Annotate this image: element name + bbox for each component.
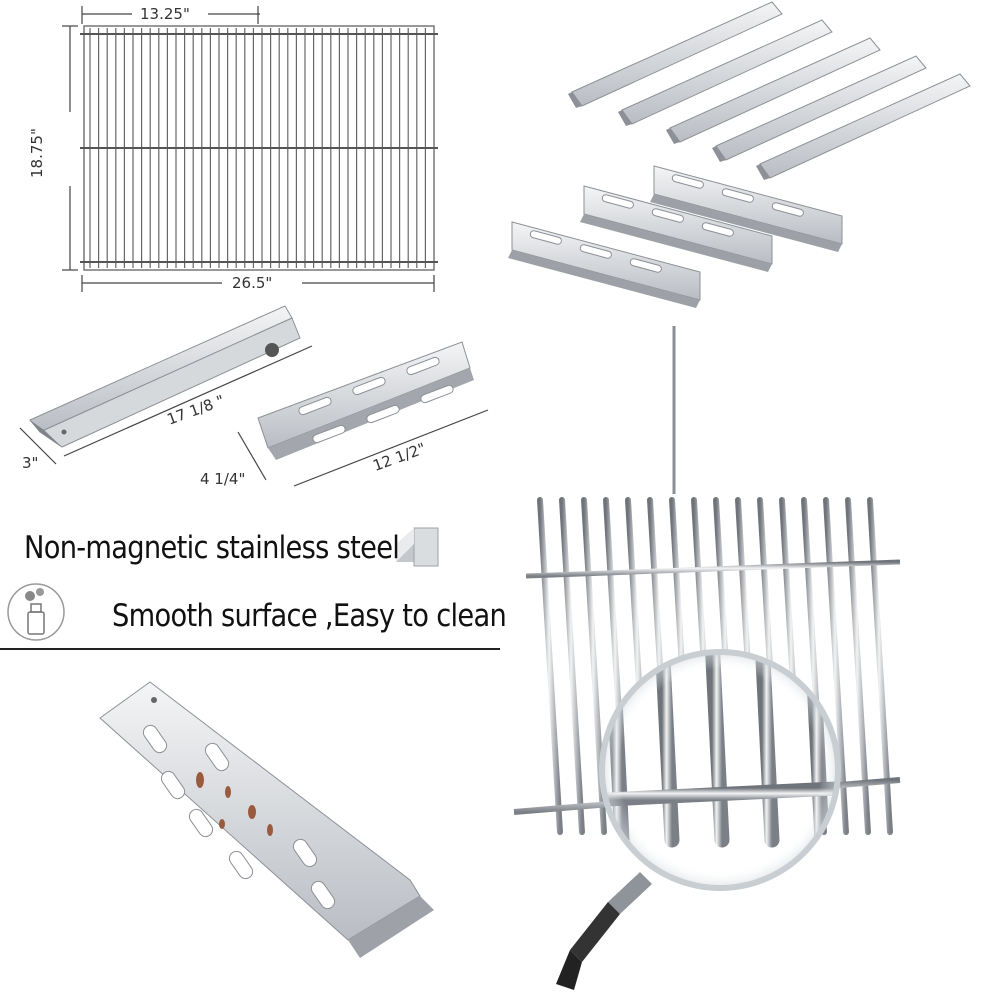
flavorizer-bars-set [568,1,971,180]
grate-rod [823,497,849,835]
heat-plate-width-label: 4 1/4" [200,470,246,488]
grate-total-width-label: 26.5" [232,274,273,292]
cooking-grate-small-right [818,250,988,494]
section-divider [0,648,500,650]
flavorizer-bar-dimension [19,305,313,465]
grate-rod [845,497,871,835]
grate-depth-label: 18.75" [28,128,46,178]
grate-rod [537,497,563,835]
heat-plate-dimension [237,341,489,487]
grate-half-width-label: 13.25" [140,5,190,23]
feature-easy-clean-text: Smooth surface ,Easy to clean [112,598,507,634]
feature-non-magnetic-text: Non-magnetic stainless steel [24,530,400,566]
magnet-block-icon [396,527,439,567]
magnifier-lens [599,649,841,891]
cooking-grate-small-left [548,326,798,494]
grate-dimension-drawing [62,6,438,292]
heat-plates-set [508,165,843,308]
grate-rod [867,497,893,835]
magnifier-handle [556,872,652,990]
spray-cleaner-icon [7,583,65,641]
grate-rod [559,497,585,835]
flavorizer-height-label: 3" [22,454,39,472]
heat-plate-grease-closeup [99,681,434,958]
